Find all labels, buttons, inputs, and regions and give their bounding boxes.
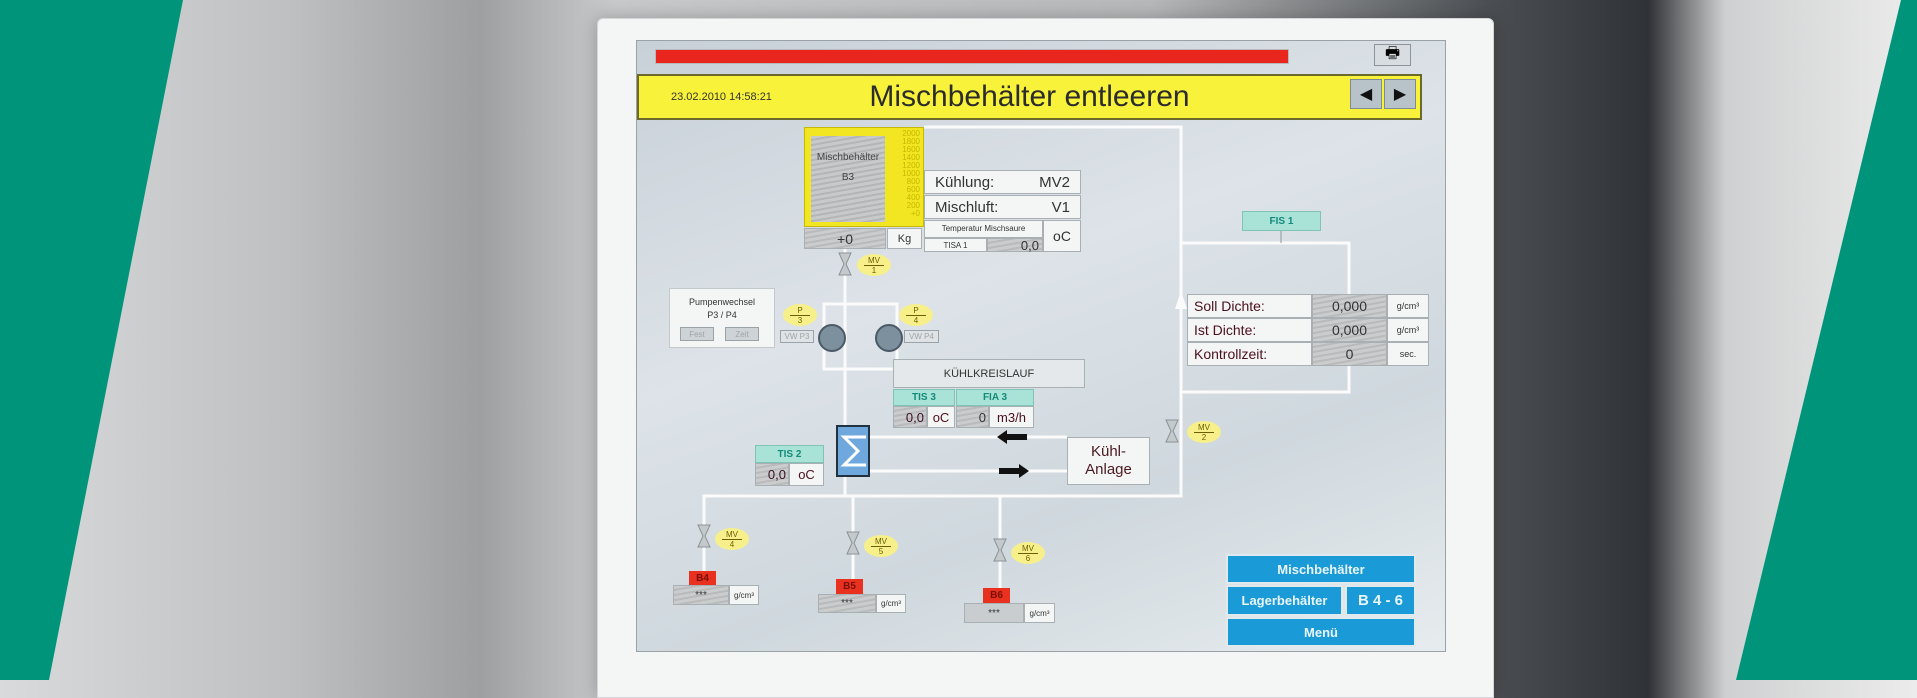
temperature-label: Temperatur Mischsaure xyxy=(924,220,1043,238)
fis1-label: FIS 1 xyxy=(1242,211,1321,231)
arrow-right-icon: ▶ xyxy=(1393,86,1407,103)
tis2-unit: oC xyxy=(789,463,824,486)
alarm-bar xyxy=(655,49,1289,64)
valve-mv2-icon[interactable] xyxy=(1164,419,1180,443)
valve-mv1-icon[interactable] xyxy=(837,252,853,276)
storage-b6-unit: g/cm³ xyxy=(1024,603,1055,623)
tisa1-value: 0,0 xyxy=(987,238,1043,253)
datetime: 23.02.2010 14:58:21 xyxy=(671,91,772,103)
hmi-screen: 🖶 23.02.2010 14:58:21 Mischbehälter entl… xyxy=(636,40,1446,652)
cooling-circuit-title: KÜHLKREISLAUF xyxy=(893,359,1085,388)
tis3-label: TIS 3 xyxy=(893,389,955,406)
fia3-label: FIA 3 xyxy=(956,389,1034,406)
vw-p4-button[interactable]: VW P4 xyxy=(904,330,939,343)
storage-b4-value: *** xyxy=(673,585,729,605)
kuehlung-row: Kühlung:MV2 xyxy=(924,170,1081,194)
storage-b6-value: *** xyxy=(964,603,1024,623)
cooling-unit-box[interactable]: Kühl-Anlage xyxy=(1067,437,1150,485)
menu-button[interactable]: Menü xyxy=(1226,617,1416,647)
storage-b5-value: *** xyxy=(818,594,876,613)
pump-p4-icon[interactable] xyxy=(875,324,903,352)
tank-weight-unit: Kg xyxy=(887,228,922,249)
tank-weight-value: +0 xyxy=(804,228,886,249)
lagerbehaelter-button[interactable]: Lagerbehälter xyxy=(1226,585,1343,616)
tank-id: B3 xyxy=(841,172,855,183)
valve-mv4-icon[interactable] xyxy=(696,524,712,548)
storage-b5-unit: g/cm³ xyxy=(876,594,906,613)
arrow-left-icon xyxy=(997,430,1027,444)
printer-icon: 🖶 xyxy=(1384,44,1401,62)
prev-page-button[interactable]: ◀ xyxy=(1350,79,1382,109)
printer-button[interactable]: 🖶 xyxy=(1374,44,1411,66)
tis3-value: 0,0 xyxy=(893,406,927,428)
pump-p3-icon[interactable] xyxy=(818,324,846,352)
tis3-unit: oC xyxy=(927,406,955,428)
storage-b4-unit: g/cm³ xyxy=(729,585,759,605)
valve-mv6-icon[interactable] xyxy=(992,538,1008,562)
page-title: Mischbehälter entleeren xyxy=(869,80,1190,113)
arrow-left-icon: ◀ xyxy=(1359,86,1373,103)
b4-6-button[interactable]: B 4 - 6 xyxy=(1345,585,1416,616)
tisa1-label: TISA 1 xyxy=(924,238,987,252)
fia3-unit: m3/h xyxy=(989,406,1034,428)
vw-p3-button[interactable]: VW P3 xyxy=(780,330,814,343)
zeit-button[interactable]: Zeit xyxy=(725,327,759,341)
tisa1-unit: oC xyxy=(1043,220,1081,252)
arrow-right-icon xyxy=(999,464,1029,478)
title-bar: 23.02.2010 14:58:21 Mischbehälter entlee… xyxy=(637,74,1422,120)
storage-b5-tag[interactable]: B5 xyxy=(836,579,863,594)
storage-b4-tag[interactable]: B4 xyxy=(689,571,716,585)
tank-name: Mischbehälter xyxy=(816,152,880,163)
storage-b6-tag[interactable]: B6 xyxy=(983,588,1010,603)
fia3-value: 0 xyxy=(956,406,989,428)
next-page-button[interactable]: ▶ xyxy=(1384,79,1416,109)
mischbehaelter-button[interactable]: Mischbehälter xyxy=(1226,554,1416,584)
mischluft-row: Mischluft:V1 xyxy=(924,195,1081,219)
heat-exchanger-icon[interactable] xyxy=(836,425,870,477)
tis2-value: 0,0 xyxy=(755,463,789,486)
fest-button[interactable]: Fest xyxy=(680,327,714,341)
valve-mv5-icon[interactable] xyxy=(845,531,861,555)
tis2-label: TIS 2 xyxy=(755,445,824,463)
